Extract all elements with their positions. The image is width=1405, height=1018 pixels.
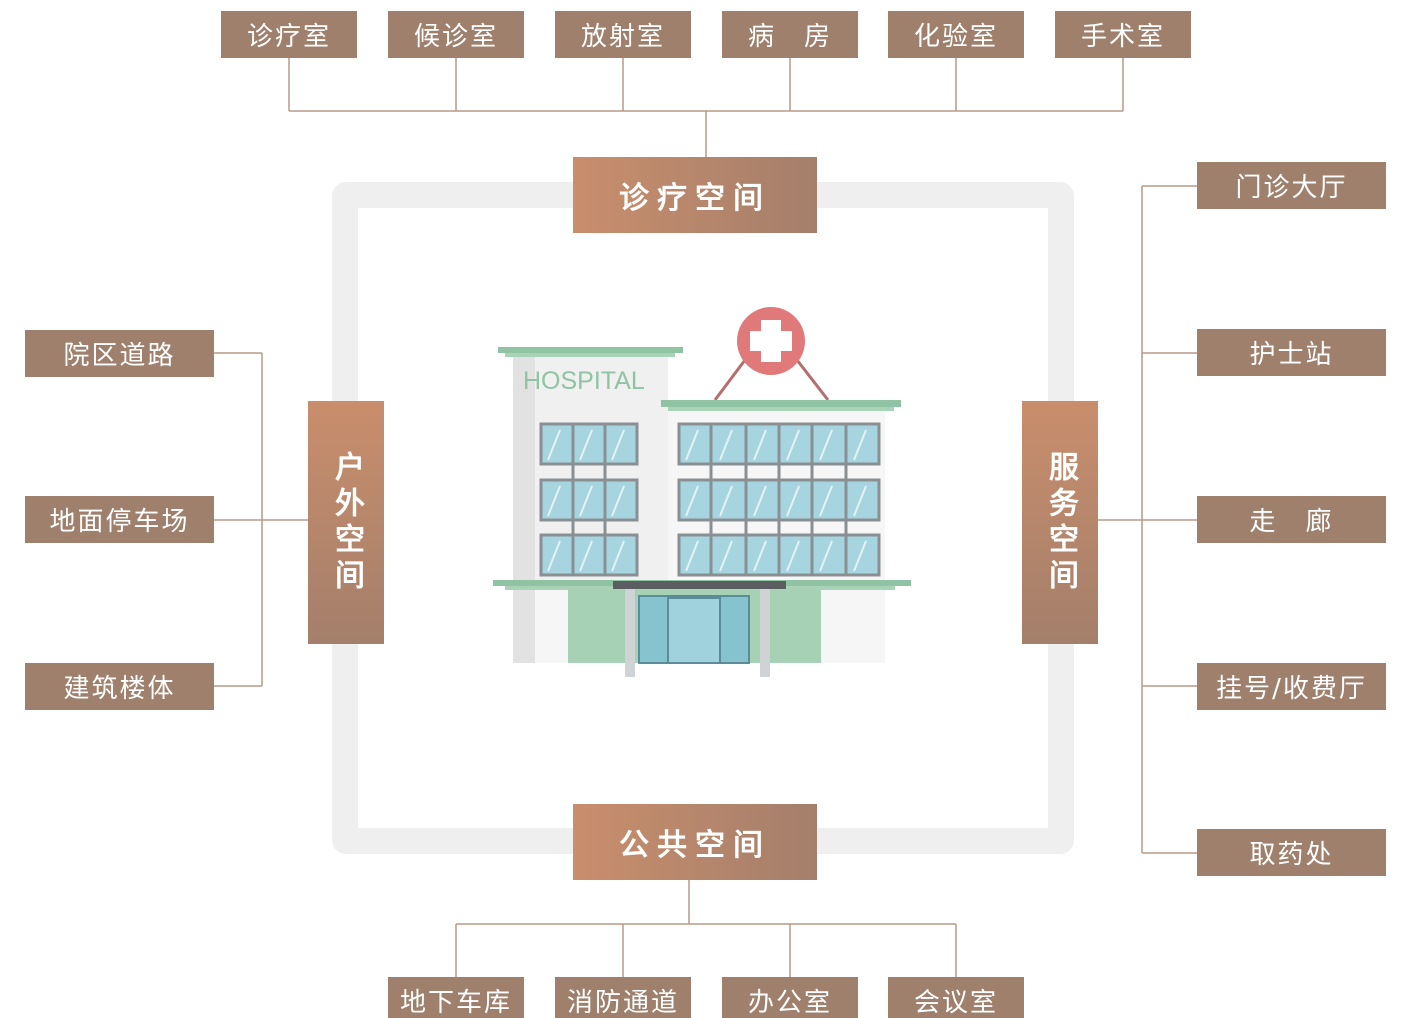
right-item-1: 门诊大厅 (1197, 162, 1386, 209)
top-item-3: 放射室 (555, 11, 691, 58)
hospital-building-icon: HOSPITAL (493, 307, 911, 677)
category-bottom: 公共空间 (573, 804, 817, 880)
bottom-item-4: 会议室 (888, 977, 1024, 1018)
left-item-3: 建筑楼体 (25, 663, 214, 710)
top-item-5: 化验室 (888, 11, 1024, 58)
left-item-1: 院区道路 (25, 330, 214, 377)
bottom-item-2: 消防通道 (555, 977, 691, 1018)
right-item-5: 取药处 (1197, 829, 1386, 876)
right-item-3: 走 廊 (1197, 496, 1386, 543)
top-item-1: 诊疗室 (221, 11, 357, 58)
top-item-2: 候诊室 (388, 11, 524, 58)
right-item-2: 护士站 (1197, 329, 1386, 376)
bottom-item-3: 办公室 (722, 977, 858, 1018)
top-item-6: 手术室 (1055, 11, 1191, 58)
right-item-4: 挂号/收费厅 (1197, 663, 1386, 710)
hospital-sign: HOSPITAL (523, 367, 645, 395)
top-item-4: 病 房 (722, 11, 858, 58)
left-item-2: 地面停车场 (25, 496, 214, 543)
category-left: 户外空间 (308, 401, 384, 644)
category-right: 服务空间 (1022, 401, 1098, 644)
bottom-item-1: 地下车库 (388, 977, 524, 1018)
category-top: 诊疗空间 (573, 157, 817, 233)
